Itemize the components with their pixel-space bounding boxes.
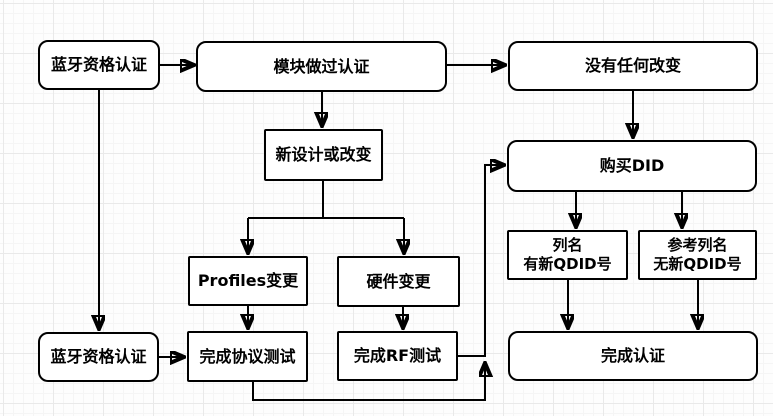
- node-buy-did: 购买DID: [507, 140, 757, 192]
- node-profiles-change: Profiles变更: [188, 256, 308, 306]
- node-listing-new-qdid: 列名 有新QDID号: [507, 230, 628, 280]
- node-no-change: 没有任何改变: [508, 41, 758, 91]
- node-new-design-or-change: 新设计或改变: [264, 129, 383, 181]
- node-bt-qualification-bottom: 蓝牙资格认证: [38, 332, 159, 382]
- node-module-certified: 模块做过认证: [196, 41, 447, 92]
- node-protocol-test-done: 完成协议测试: [187, 331, 308, 382]
- node-bt-qualification-top: 蓝牙资格认证: [38, 40, 160, 90]
- node-hardware-change: 硬件变更: [337, 256, 460, 307]
- edge-protocol-to-junction: [252, 364, 485, 401]
- node-certification-done: 完成认证: [508, 331, 758, 381]
- node-ref-listing-no-qdid: 参考列名 无新QDID号: [638, 230, 757, 280]
- edge-rftest-to-buydid: [458, 165, 503, 357]
- node-rf-test-done: 完成RF测试: [337, 331, 458, 381]
